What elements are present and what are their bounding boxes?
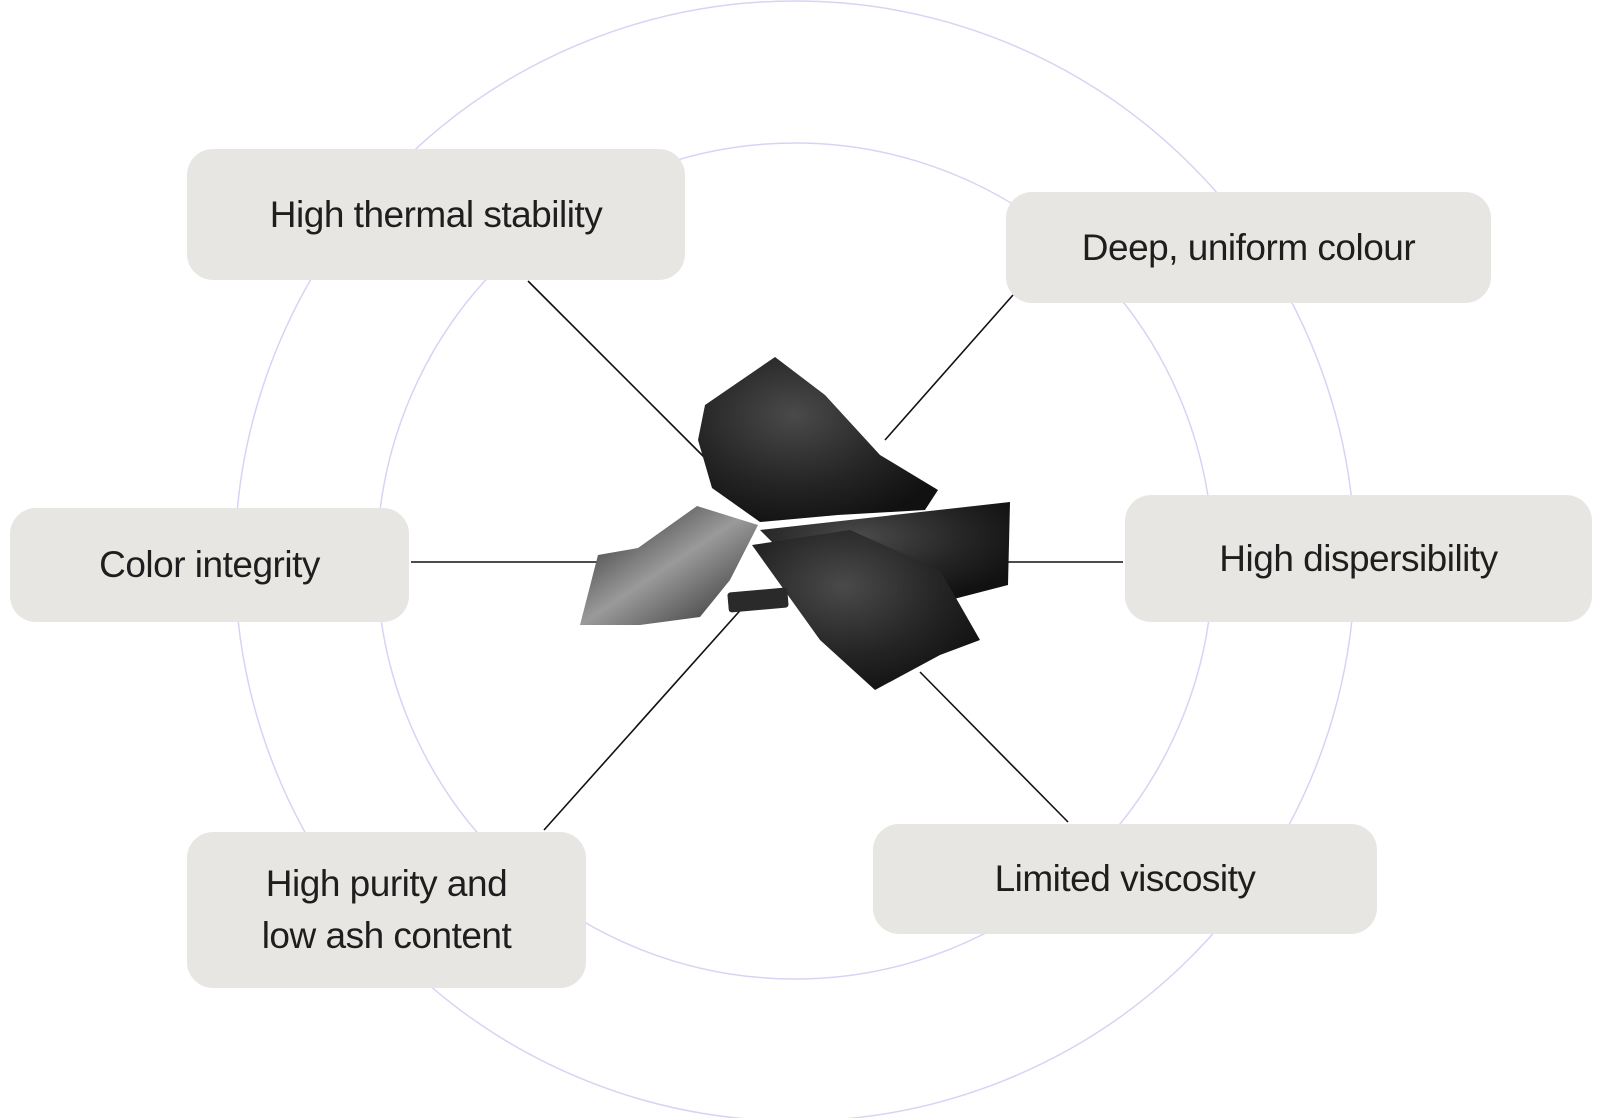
coal-piece-small	[727, 587, 789, 613]
property-limited-viscosity: Limited viscosity	[873, 824, 1377, 934]
connector-thermal	[527, 280, 713, 466]
coal-piece-left	[580, 506, 758, 625]
property-label: Color integrity	[99, 544, 320, 585]
property-deep-uniform-colour: Deep, uniform colour	[1006, 192, 1491, 303]
connector-colour	[884, 294, 1014, 441]
coal-piece-top	[698, 357, 938, 522]
property-high-dispersibility: High dispersibility	[1125, 495, 1592, 622]
connector-lines	[411, 280, 1123, 831]
connector-viscosity	[919, 671, 1069, 823]
property-label: High purity and low ash content	[261, 863, 512, 956]
property-label: High dispersibility	[1219, 537, 1498, 579]
property-label: High thermal stability	[269, 193, 603, 235]
property-high-thermal-stability: High thermal stability	[187, 149, 685, 280]
connector-purity	[543, 604, 746, 831]
property-color-integrity: Color integrity	[10, 508, 409, 622]
property-high-purity-low-ash: High purity and low ash content	[187, 832, 586, 988]
property-label: Deep, uniform colour	[1081, 226, 1416, 268]
coal-piece-right	[752, 530, 980, 690]
charcoal-image	[580, 357, 1010, 690]
property-label: Limited viscosity	[994, 858, 1256, 899]
